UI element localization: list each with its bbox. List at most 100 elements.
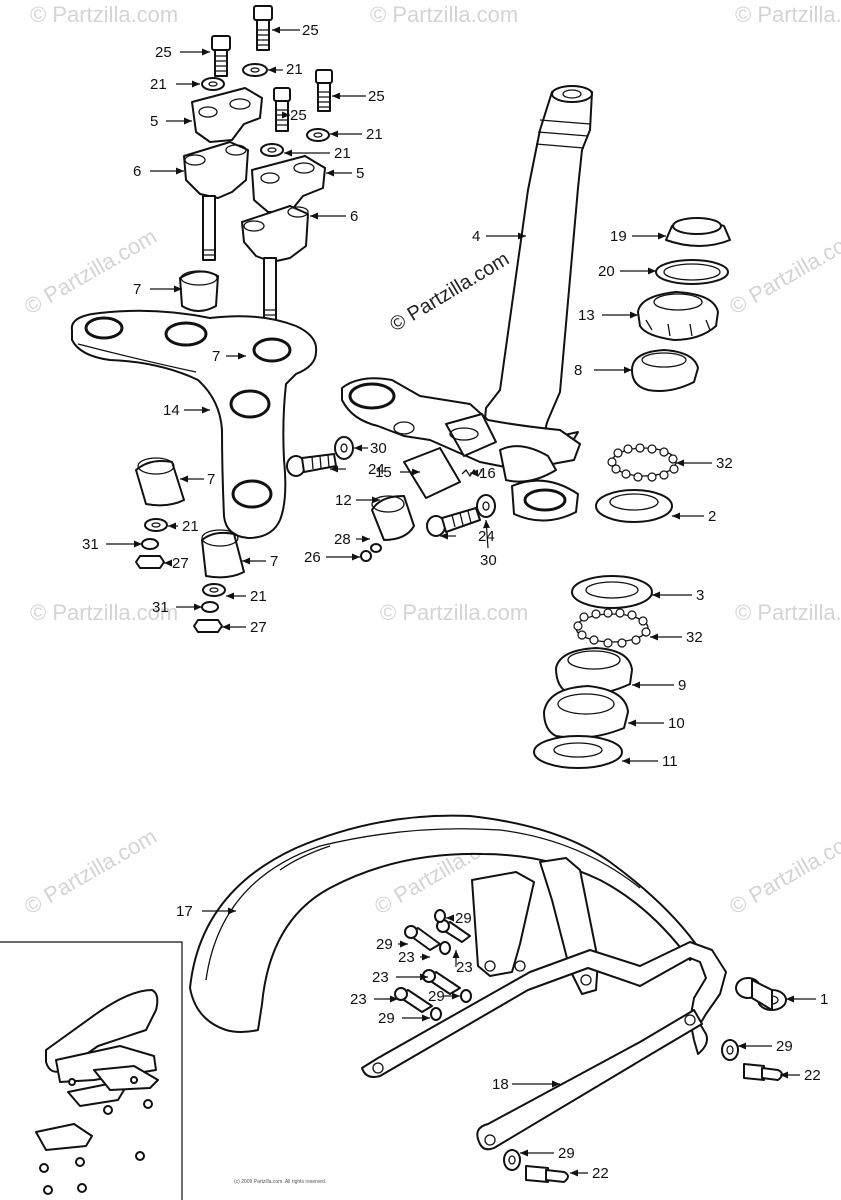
callout-30: 30: [354, 440, 387, 457]
callout-2: 2: [672, 508, 716, 525]
callout-7: 7: [212, 348, 246, 365]
callout-arrowhead: [242, 557, 250, 565]
callout-17: 17: [176, 903, 236, 920]
callout-number: 22: [804, 1067, 821, 1084]
callout-number: 25: [302, 22, 319, 39]
callout-1: 1: [786, 991, 828, 1008]
callout-3: 3: [652, 587, 704, 604]
callout-arrowhead: [470, 469, 478, 477]
callout-30: 30: [480, 519, 497, 569]
callout-arrowhead: [483, 520, 491, 529]
watermark-main: © Partzilla.com: [386, 248, 513, 336]
callout-number: 16: [479, 465, 496, 482]
callout-number: 23: [350, 991, 367, 1008]
callout-arrowhead: [658, 232, 666, 240]
callout-number: 2: [708, 508, 716, 525]
stay-bolt-22: [743, 1063, 783, 1081]
callout-number: 7: [270, 553, 278, 570]
lock-washer-31: [141, 538, 159, 550]
callout-arrowhead: [520, 1149, 528, 1157]
callout-22: 22: [570, 1165, 609, 1182]
callout-number: 23: [398, 949, 415, 966]
callout-arrowhead: [226, 592, 234, 600]
callout-25: 25: [282, 107, 307, 124]
callout-21: 21: [284, 145, 351, 162]
callout-number: 23: [456, 959, 473, 976]
callout-32: 32: [676, 455, 733, 472]
watermark: © Partzilla.com: [20, 224, 161, 320]
callout-arrowhead: [326, 169, 334, 177]
inset-detail: [0, 941, 183, 1200]
callout-32: 32: [650, 629, 703, 646]
handlebar-holder-upper-5-left: [191, 87, 263, 143]
callout-7: 7: [242, 553, 278, 570]
handlebar-holder-lower-6-left: [183, 141, 249, 199]
callout-arrowhead: [310, 212, 318, 220]
callout-19: 19: [610, 228, 666, 245]
callout-arrowhead: [176, 167, 184, 175]
washer-29: [430, 1007, 442, 1021]
callout-arrowhead: [452, 992, 460, 1000]
washer-21: [201, 77, 225, 91]
callout-27: 27: [222, 619, 267, 636]
watermark: © Partzilla.com: [735, 2, 841, 27]
callout-21: 21: [168, 518, 199, 535]
washer-11: [533, 735, 623, 769]
callout-arrowhead: [202, 48, 210, 56]
cable-guide-1: [735, 977, 787, 1011]
stem-nut-19: [665, 217, 731, 247]
callout-number: 21: [182, 518, 199, 535]
callout-arrowhead: [738, 1042, 746, 1050]
callout-arrowhead: [390, 995, 398, 1003]
callout-27: 27: [164, 555, 189, 572]
callout-arrowhead: [354, 444, 362, 452]
washer-28: [370, 543, 382, 553]
watermark: © Partzilla.com: [30, 2, 178, 27]
callout-arrowhead: [362, 535, 370, 543]
callout-number: 3: [696, 587, 704, 604]
callout-arrowhead: [622, 757, 630, 765]
callout-number: 17: [176, 903, 193, 920]
pinch-bolt-24-lower: [426, 507, 481, 537]
callout-arrowhead: [628, 719, 636, 727]
callout-number: 24: [478, 528, 495, 545]
callout-number: 29: [428, 988, 445, 1005]
callout-arrowhead: [780, 1071, 788, 1079]
callout-number: 28: [334, 531, 351, 548]
callout-number: 7: [133, 281, 141, 298]
fender-bolt-23: [394, 987, 433, 1013]
watermark: © Partzilla.com: [20, 824, 161, 920]
callout-arrowhead: [452, 950, 460, 958]
nut-27: [135, 555, 165, 569]
washer-21: [260, 143, 284, 157]
callout-25: 25: [332, 88, 385, 105]
callout-number: 21: [366, 126, 383, 143]
callout-number: 27: [172, 555, 189, 572]
callout-13: 13: [578, 307, 638, 324]
callout-24: 24: [440, 528, 495, 545]
callout-25: 25: [155, 44, 210, 61]
washer-29: [439, 941, 451, 955]
callout-arrowhead: [372, 496, 380, 504]
callout-4: 4: [472, 228, 526, 245]
callout-arrowhead: [412, 468, 420, 476]
callout-number: 4: [472, 228, 480, 245]
callout-31: 31: [152, 599, 202, 616]
callout-arrowhead: [222, 623, 230, 631]
callout-arrowhead: [330, 130, 338, 138]
washer-29: [460, 989, 472, 1003]
callout-number: 10: [668, 715, 685, 732]
callout-arrowhead: [570, 1169, 578, 1177]
front-fender-17: [189, 814, 701, 1033]
callout-arrowhead: [284, 149, 292, 157]
callout-number: 29: [455, 910, 472, 927]
callout-number: 6: [133, 163, 141, 180]
callout-8: 8: [574, 362, 632, 379]
watermark: © Partzilla.com: [380, 600, 528, 625]
callout-number: 21: [334, 145, 351, 162]
callout-arrowhead: [650, 633, 658, 641]
callout-number: 32: [686, 629, 703, 646]
callout-number: 21: [250, 588, 267, 605]
callout-number: 32: [716, 455, 733, 472]
